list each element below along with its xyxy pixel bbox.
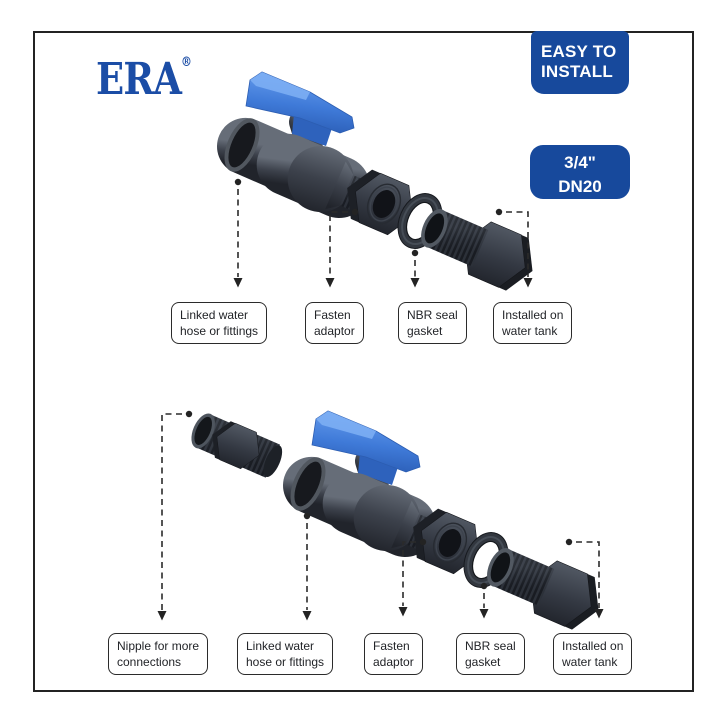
easy-to-install-line1: EASY TO — [541, 42, 617, 61]
border-frame — [33, 31, 694, 692]
label-top-installed-tank: Installed on water tank — [493, 302, 573, 345]
label-bottom-fasten-adaptor: Fasten adaptor — [364, 633, 423, 676]
registered-trademark: ® — [181, 55, 192, 70]
label-bottom-nipple: Nipple for more connections — [108, 633, 209, 676]
size-badge: 3/4" DN20 — [530, 145, 630, 199]
era-logo-text: ERA — [96, 54, 182, 105]
size-badge-line1: 3/4" — [564, 153, 596, 172]
label-bottom-linked-water: Linked water hose or fittings — [237, 633, 334, 676]
label-top-fasten-adaptor: Fasten adaptor — [305, 302, 364, 345]
easy-to-install-line2: INSTALL — [541, 62, 613, 82]
era-logo: ERA® — [96, 56, 192, 102]
label-bottom-installed-tank: Installed on water tank — [553, 633, 633, 676]
label-top-linked-water: Linked water hose or fittings — [171, 302, 268, 345]
label-bottom-nbr-gasket: NBR seal gasket — [456, 633, 525, 676]
label-top-nbr-gasket: NBR seal gasket — [398, 302, 467, 345]
size-badge-line2: DN20 — [558, 176, 602, 196]
